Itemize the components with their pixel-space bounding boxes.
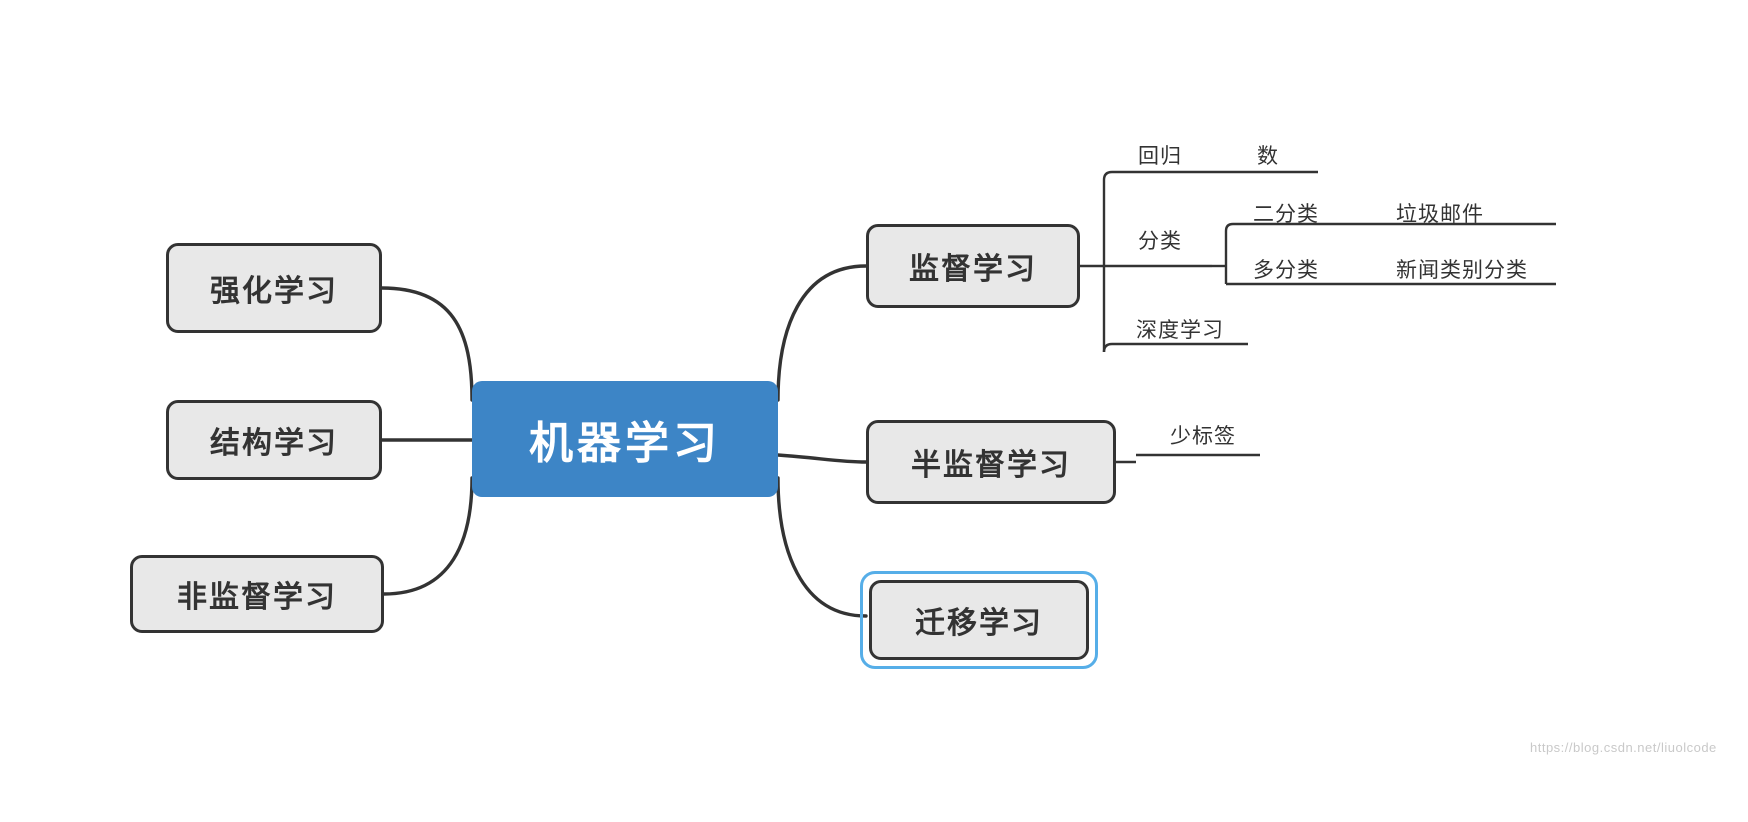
leaf-label-spam-email[interactable]: 垃圾邮件 <box>1396 203 1484 226</box>
leaf-label-deep-learning[interactable]: 深度学习 <box>1136 319 1224 342</box>
branch-node-label: 结构学习 <box>210 427 338 460</box>
branch-node-label: 迁移学习 <box>915 607 1043 640</box>
leaf-label-classification[interactable]: 分类 <box>1138 230 1182 253</box>
branch-node-label: 监督学习 <box>909 253 1037 286</box>
branch-node-label: 非监督学习 <box>177 581 337 614</box>
leaf-label-few-labels[interactable]: 少标签 <box>1170 425 1236 448</box>
leaf-label-binary-classification[interactable]: 二分类 <box>1253 203 1319 226</box>
selection-outline-transfer-learning <box>860 571 1098 669</box>
branch-node-semi-supervised-learning[interactable]: 半监督学习 <box>866 420 1116 504</box>
branch-node-structure-learning[interactable]: 结构学习 <box>166 400 382 480</box>
branch-node-label: 强化学习 <box>210 275 338 308</box>
branch-node-label: 半监督学习 <box>911 449 1071 482</box>
leaf-label-number[interactable]: 数 <box>1257 145 1279 168</box>
branch-node-reinforcement-learning[interactable]: 强化学习 <box>166 243 382 333</box>
leaf-label-news-category-classification[interactable]: 新闻类别分类 <box>1396 259 1528 282</box>
leaf-label-multiclass-classification[interactable]: 多分类 <box>1253 259 1319 282</box>
root-node-machine-learning[interactable]: 机器学习 <box>472 381 778 497</box>
branch-node-transfer-learning[interactable]: 迁移学习 <box>869 580 1089 660</box>
branch-node-supervised-learning[interactable]: 监督学习 <box>866 224 1080 308</box>
watermark-text: https://blog.csdn.net/liuolcode <box>1530 740 1717 755</box>
leaf-label-regression[interactable]: 回归 <box>1138 145 1182 168</box>
branch-node-unsupervised-learning[interactable]: 非监督学习 <box>130 555 384 633</box>
root-node-label: 机器学习 <box>529 419 721 468</box>
